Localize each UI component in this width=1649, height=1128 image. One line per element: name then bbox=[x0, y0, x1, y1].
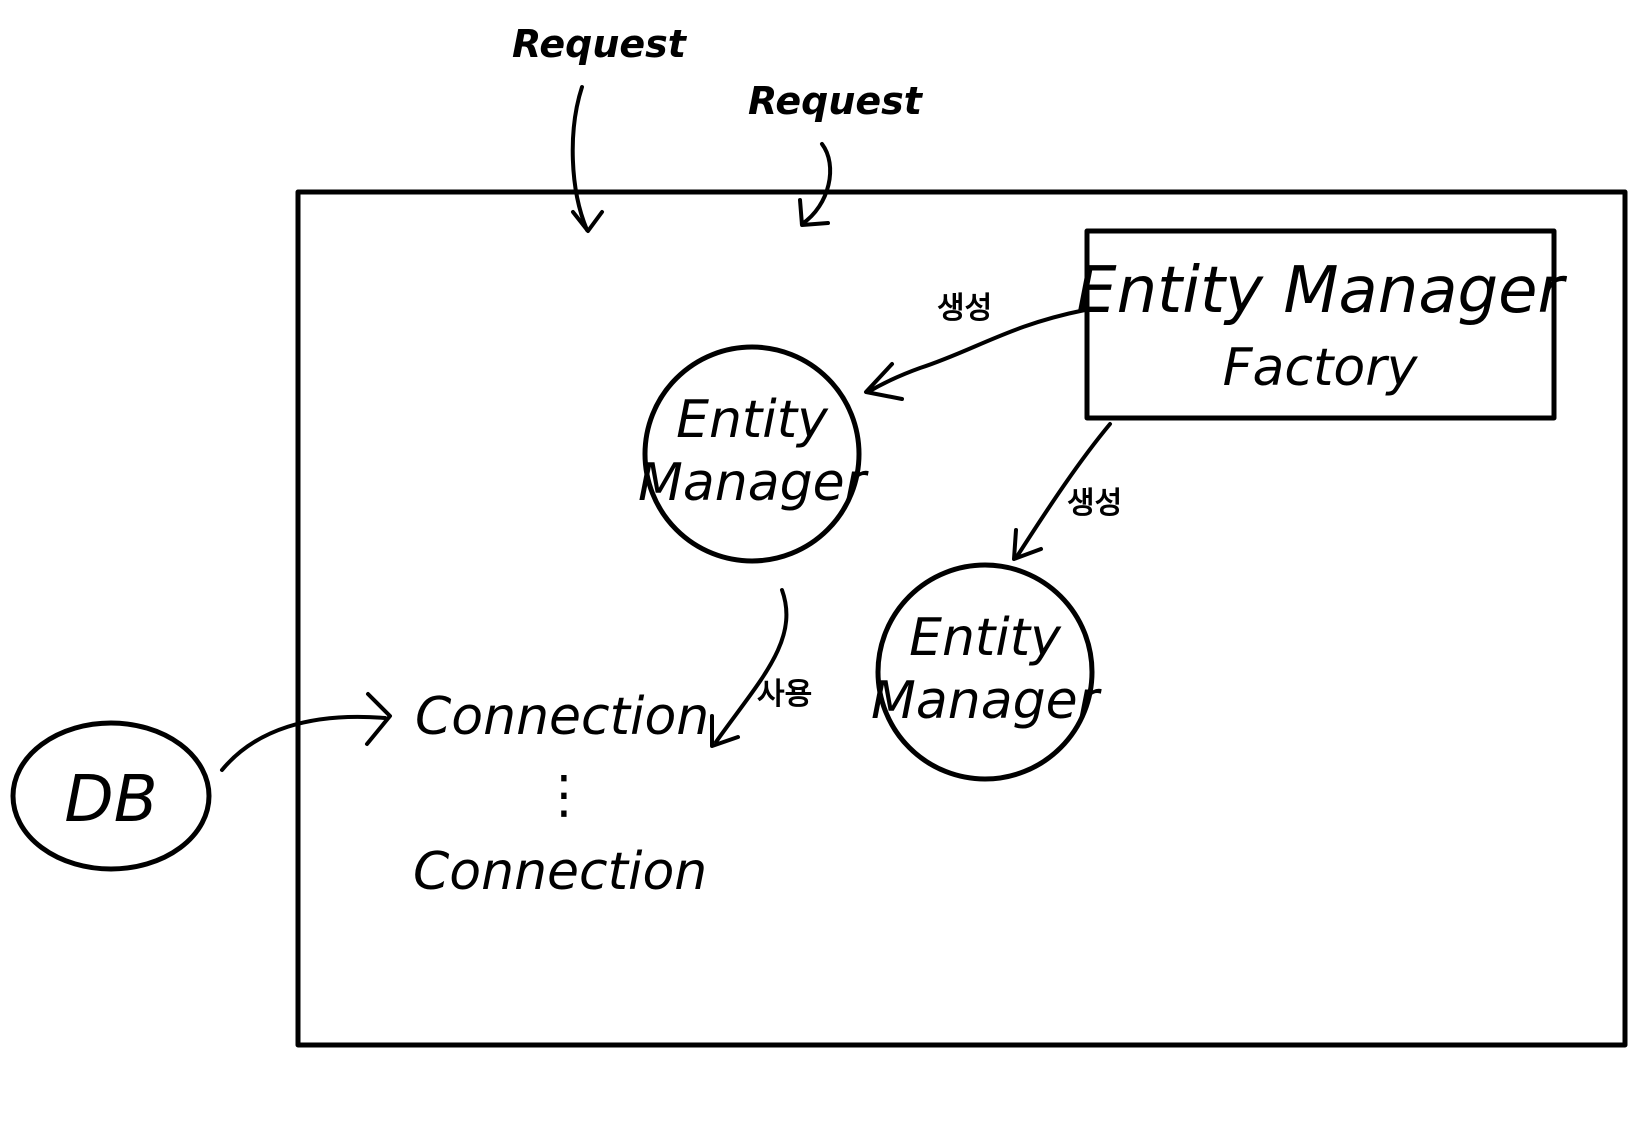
request-label-1: Request bbox=[512, 22, 688, 66]
create-arrowhead-1 bbox=[864, 362, 904, 401]
entity-manager-factory-box bbox=[1084, 228, 1557, 421]
entity-manager-2-line2: Manager bbox=[871, 671, 1103, 731]
entity-manager-circle-2 bbox=[875, 562, 1095, 782]
connection-ellipsis: ⋮ bbox=[538, 765, 590, 825]
db-label: DB bbox=[64, 763, 157, 837]
use-arrowhead bbox=[710, 714, 740, 748]
connection-label-1: Connection bbox=[415, 687, 709, 747]
db-connection-arrowhead bbox=[365, 692, 392, 746]
db-connection-arrow bbox=[220, 714, 387, 772]
request-arrowhead-2 bbox=[798, 198, 830, 227]
entity-manager-2-line1: Entity bbox=[909, 608, 1062, 668]
create-arrow-1 bbox=[866, 308, 1087, 394]
request-arrow-2 bbox=[800, 142, 833, 226]
request-label-2: Request bbox=[748, 79, 924, 123]
connection-label-2: Connection bbox=[413, 842, 707, 902]
container-box bbox=[295, 189, 1628, 1048]
entity-manager-circle-1 bbox=[642, 344, 862, 564]
entity-manager-1-line2: Manager bbox=[638, 453, 870, 513]
create-label-1: 생성 bbox=[937, 291, 992, 326]
use-label: 사용 bbox=[757, 677, 812, 712]
create-arrow-2 bbox=[1014, 422, 1112, 560]
request-arrowhead-1 bbox=[571, 210, 604, 233]
create-arrowhead-2 bbox=[1012, 528, 1043, 561]
factory-label-line1: Entity Manager bbox=[1076, 254, 1567, 328]
factory-label-line2: Factory bbox=[1223, 338, 1419, 398]
request-arrow-1 bbox=[570, 85, 589, 232]
use-arrow bbox=[714, 588, 789, 744]
entity-manager-1-line1: Entity bbox=[676, 390, 829, 450]
create-label-2: 생성 bbox=[1067, 486, 1122, 521]
db-ellipse bbox=[10, 720, 212, 872]
